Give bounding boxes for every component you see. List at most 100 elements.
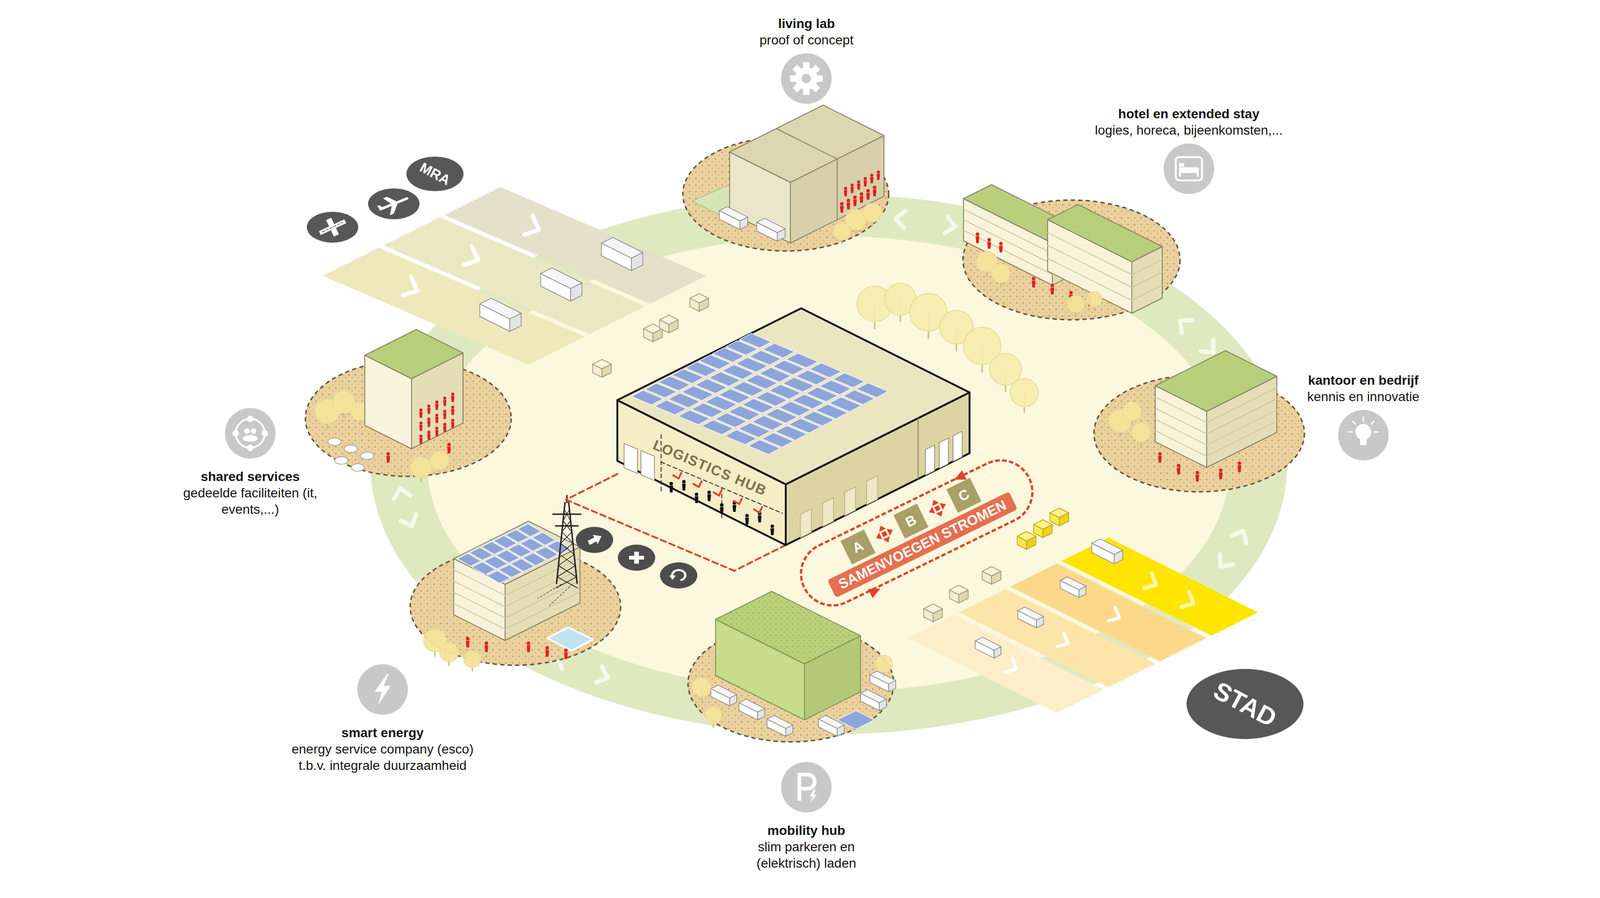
building-roof [601, 237, 643, 259]
person-figure [442, 409, 447, 420]
ground-wire [537, 584, 562, 599]
floor-line [1206, 421, 1277, 457]
person-head [526, 641, 531, 646]
section-divider [917, 418, 919, 480]
dock-door [822, 498, 834, 528]
cross-center [934, 505, 941, 512]
person-body [872, 189, 877, 197]
cross-arrow [883, 536, 892, 545]
person-head [770, 524, 775, 529]
person-body [1218, 472, 1223, 480]
person-body [732, 505, 737, 513]
person-head [745, 514, 749, 518]
hub-icon [659, 562, 698, 589]
person-head [876, 170, 881, 174]
building-roof [1091, 539, 1123, 555]
place-name: MRA [417, 159, 453, 189]
person-head [846, 198, 851, 203]
loop-arrowhead [951, 470, 967, 485]
person-head [999, 241, 1003, 246]
building-roof [364, 329, 464, 379]
chevron-arrow [944, 216, 956, 234]
cross-arrow [886, 526, 895, 536]
person-figure [427, 417, 431, 428]
person-body [987, 241, 992, 249]
building-roof [949, 585, 969, 595]
person-head [870, 173, 874, 178]
chevron-arrow [1200, 340, 1214, 353]
network-ring [235, 419, 265, 449]
person-head [435, 400, 439, 405]
ground-wire [549, 584, 573, 606]
person-body [866, 192, 870, 200]
hub-icon [575, 527, 614, 554]
person-figure [975, 232, 980, 244]
building-roof [756, 218, 786, 233]
pylon-brace [559, 554, 576, 566]
tree [1010, 378, 1039, 407]
icon-disc [781, 53, 832, 104]
icon-disc [1338, 410, 1389, 461]
cross-arrow [935, 510, 945, 519]
chevron-arrow [463, 246, 478, 266]
person-head [859, 192, 864, 196]
tree [1122, 402, 1142, 421]
person-figure [770, 524, 775, 536]
cross-arrow [883, 536, 892, 545]
person-head [427, 417, 431, 421]
person-body [564, 652, 568, 660]
pylon-brace [557, 565, 576, 578]
pylon-arm [552, 514, 581, 516]
pool [547, 627, 594, 652]
person-body [839, 205, 844, 213]
floor-line [1155, 397, 1207, 423]
person-figure [484, 641, 489, 653]
cross-arrow [935, 510, 945, 519]
person-figure [846, 198, 851, 210]
person-head [1195, 470, 1200, 475]
icon-ellipse [617, 544, 656, 572]
person-body [719, 507, 724, 515]
person-body [863, 180, 867, 187]
person-figure [419, 434, 423, 445]
person-head [419, 434, 423, 439]
bolt-glyph [374, 674, 391, 706]
person-figure [442, 422, 447, 433]
icon-ellipse [368, 188, 420, 220]
chevron-arrow [733, 498, 742, 505]
person-figure [872, 185, 877, 197]
building-face [505, 547, 580, 641]
merge-cross-icon [869, 520, 899, 550]
person-head [1237, 461, 1242, 466]
table [344, 445, 358, 453]
building-roof [923, 604, 943, 614]
node-body: energy service company (esco) t.b.v. int… [277, 741, 488, 775]
chevron-arrow [1108, 607, 1120, 622]
person-figure [450, 392, 455, 403]
person-figure [863, 177, 867, 187]
dock-door [640, 450, 655, 481]
building-roof [1155, 350, 1277, 412]
person-head [1031, 276, 1036, 281]
table [351, 463, 365, 472]
person-figure [850, 183, 854, 194]
node-body: proof of concept [759, 31, 854, 49]
person-head [564, 648, 568, 653]
arrow-glyph [586, 531, 604, 548]
person-body [434, 404, 439, 411]
vehicle [860, 690, 887, 711]
node-heading: hotel en extended stay [1094, 105, 1283, 123]
charge-bolt [809, 789, 817, 804]
person-body [484, 645, 489, 653]
dock-door [623, 443, 638, 474]
floor-line [505, 558, 580, 596]
floor-line [453, 581, 506, 608]
node-body: slim parkeren en (elektrisch) laden [736, 839, 877, 872]
person-body [850, 187, 854, 194]
pylon-brace [557, 577, 578, 589]
section-line [565, 499, 735, 572]
person-head [850, 183, 855, 188]
person-figure [999, 241, 1003, 253]
hall-divider [776, 128, 838, 160]
parking-building [715, 591, 861, 721]
